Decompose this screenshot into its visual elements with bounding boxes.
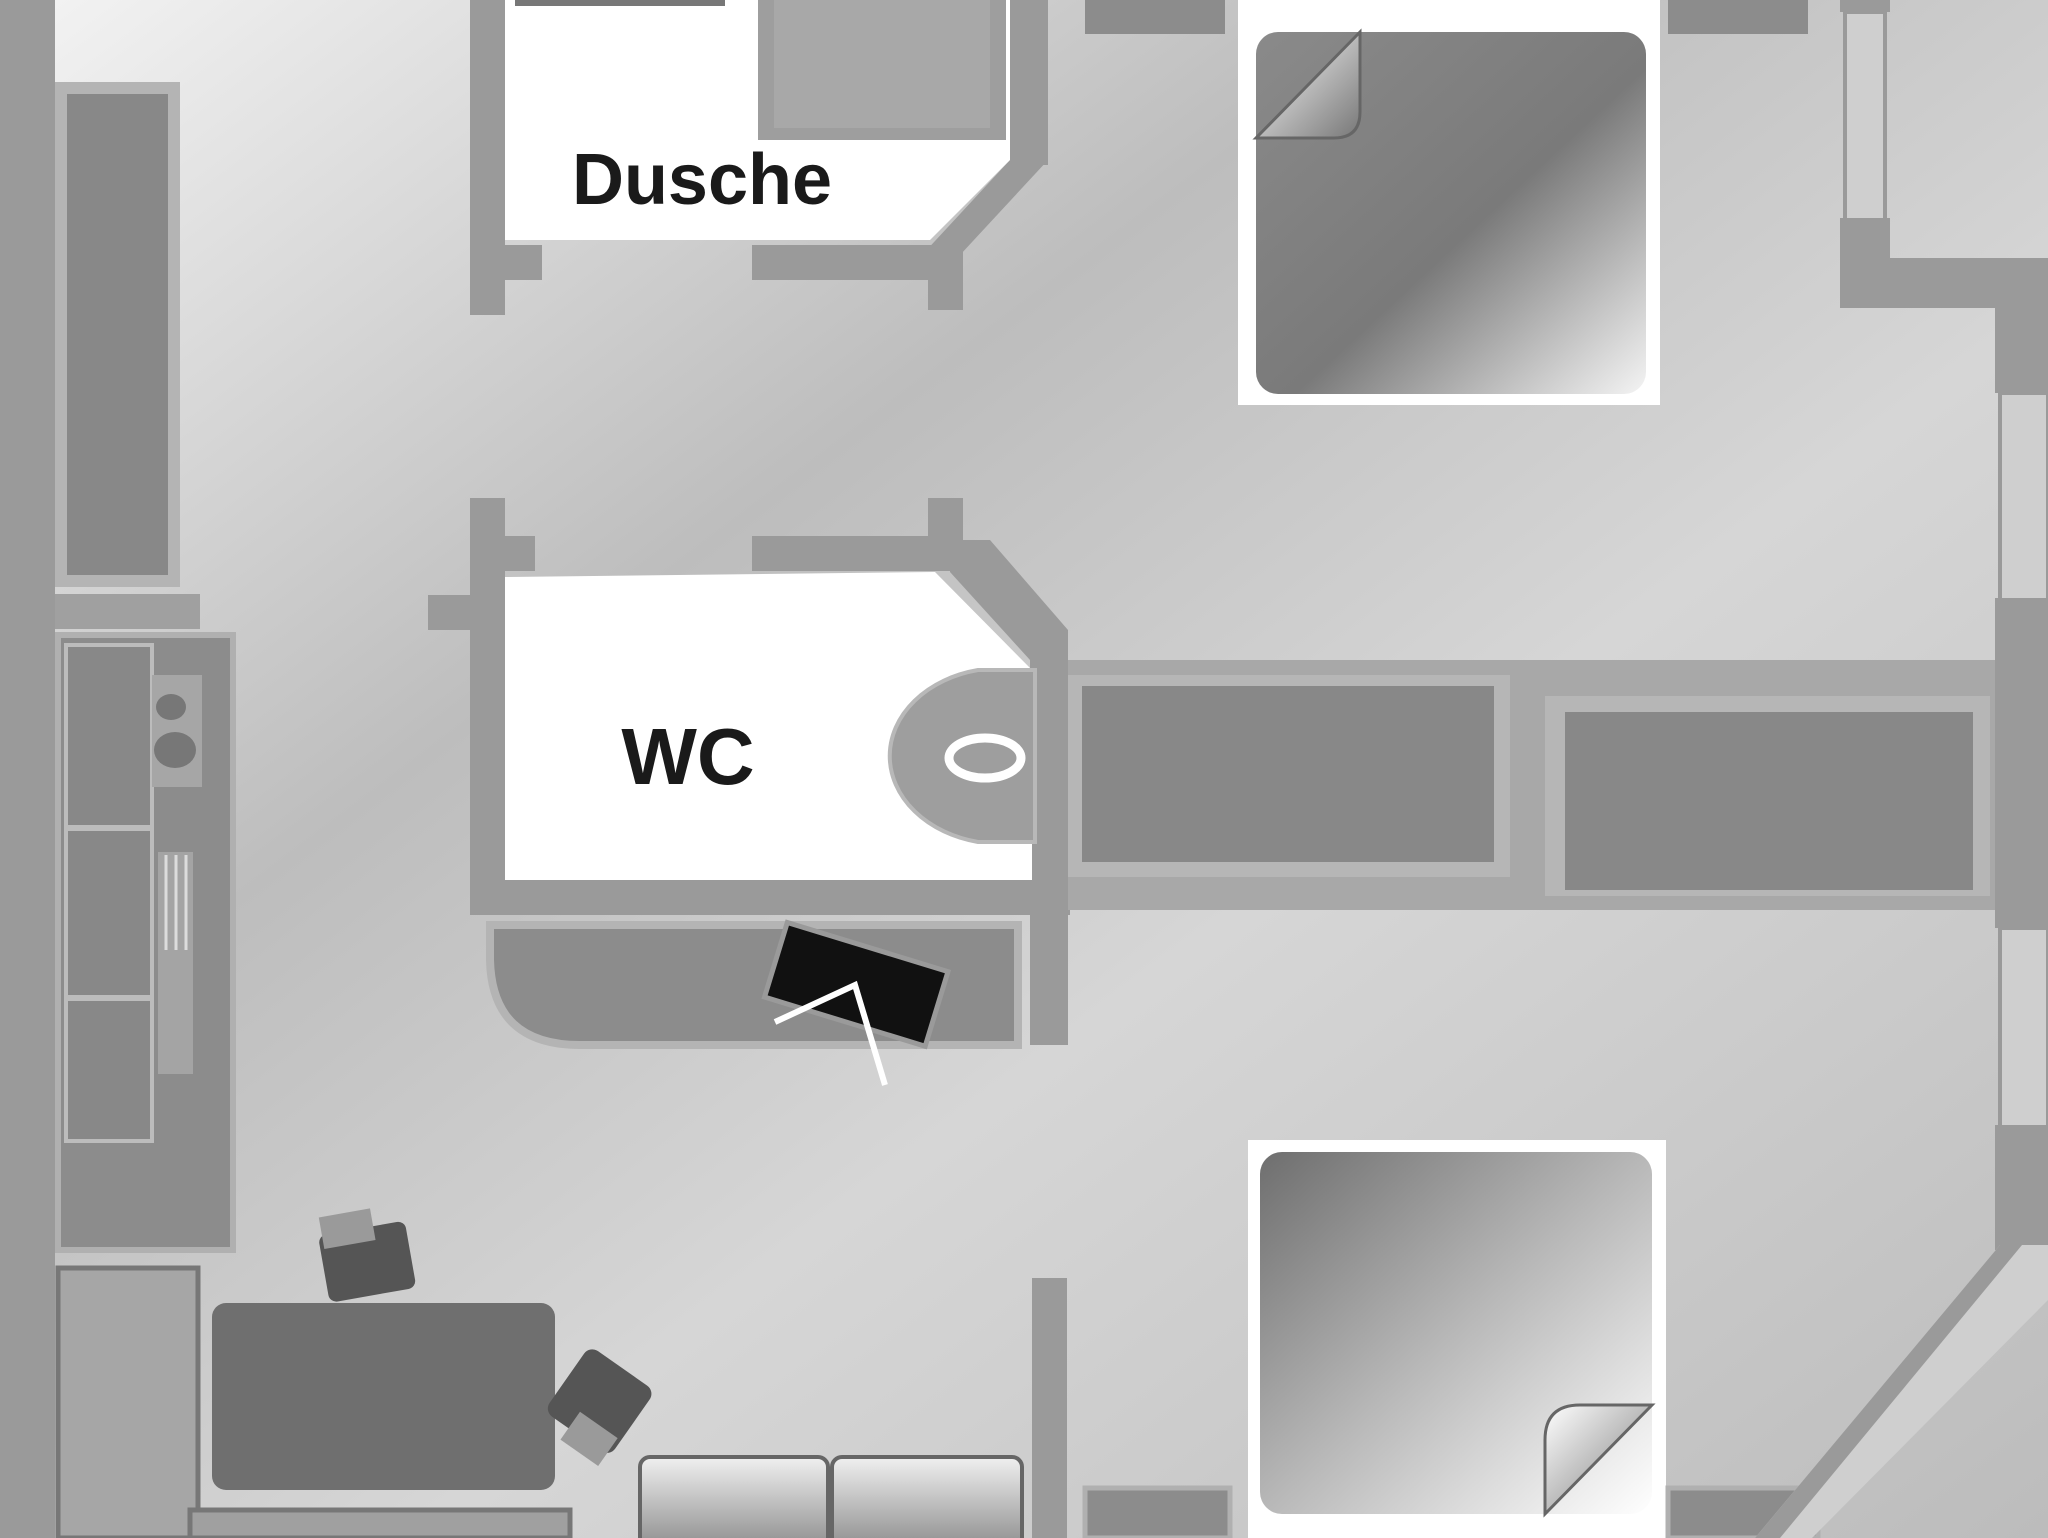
toilet-bowl-icon bbox=[944, 733, 1026, 783]
wc-wall-bottom bbox=[470, 880, 1070, 915]
wc-wall-diagonal bbox=[950, 540, 1068, 660]
dining-table bbox=[212, 1303, 555, 1490]
wall-right-middle bbox=[1995, 598, 2048, 928]
kitchen-cabinet-1 bbox=[64, 643, 154, 829]
bottom-shelf-left bbox=[1082, 1485, 1233, 1538]
shower-room-label: Dusche bbox=[572, 140, 832, 220]
wall-right-diagonal-outer bbox=[1755, 1245, 2022, 1538]
bench-bottom bbox=[187, 1507, 573, 1538]
wall-window-right bbox=[1998, 391, 2048, 605]
kitchen-cabinet-2 bbox=[64, 827, 154, 999]
wall-right-horizontal bbox=[1840, 258, 2010, 308]
bed-bottom-folded-corner bbox=[1543, 1403, 1656, 1518]
bench-corner bbox=[55, 1265, 201, 1538]
wall-window-top bbox=[1843, 10, 1887, 224]
outer-wall-left bbox=[0, 0, 55, 1538]
wall-window-right-lower bbox=[1998, 926, 2048, 1130]
wardrobe-left-inner bbox=[67, 94, 168, 575]
wc-room bbox=[505, 572, 1032, 880]
cabinet-right bbox=[1565, 712, 1973, 890]
shower-wall-stub bbox=[470, 245, 542, 280]
device-stand-icon bbox=[773, 980, 888, 1086]
wall-divider-bottom bbox=[1032, 1278, 1067, 1538]
sofa-cushion-left bbox=[638, 1455, 830, 1538]
shower-fixture-line bbox=[515, 0, 725, 6]
chair-top bbox=[318, 1208, 416, 1302]
cabinet-left bbox=[1082, 686, 1494, 862]
shower-wall-right bbox=[1010, 0, 1048, 165]
toilet-base bbox=[887, 668, 1037, 844]
wc-wall-stub-top bbox=[470, 536, 535, 571]
stove-burner-icon bbox=[156, 694, 186, 720]
kitchen-cabinet-3 bbox=[64, 997, 154, 1143]
chair-right bbox=[547, 1349, 652, 1467]
wall-stub bbox=[55, 594, 200, 629]
stove-burner-icon bbox=[154, 732, 196, 768]
wall-right-post bbox=[1995, 258, 2048, 393]
stove bbox=[152, 675, 202, 787]
sofa-cushion-right bbox=[830, 1455, 1024, 1538]
shower-tray-inner bbox=[774, 0, 990, 128]
wall-right-top bbox=[1840, 0, 1890, 12]
wc-wall-left bbox=[470, 575, 505, 905]
wc-wall-top bbox=[752, 536, 952, 571]
wall-right-lower-post bbox=[1995, 1125, 2048, 1250]
shower-wall-diagonal bbox=[910, 160, 1048, 268]
top-shelf-left bbox=[1085, 0, 1225, 34]
top-shelf-right bbox=[1668, 0, 1808, 34]
wc-room-label: WC bbox=[621, 712, 754, 801]
bed-top-folded-corner bbox=[1252, 28, 1362, 140]
